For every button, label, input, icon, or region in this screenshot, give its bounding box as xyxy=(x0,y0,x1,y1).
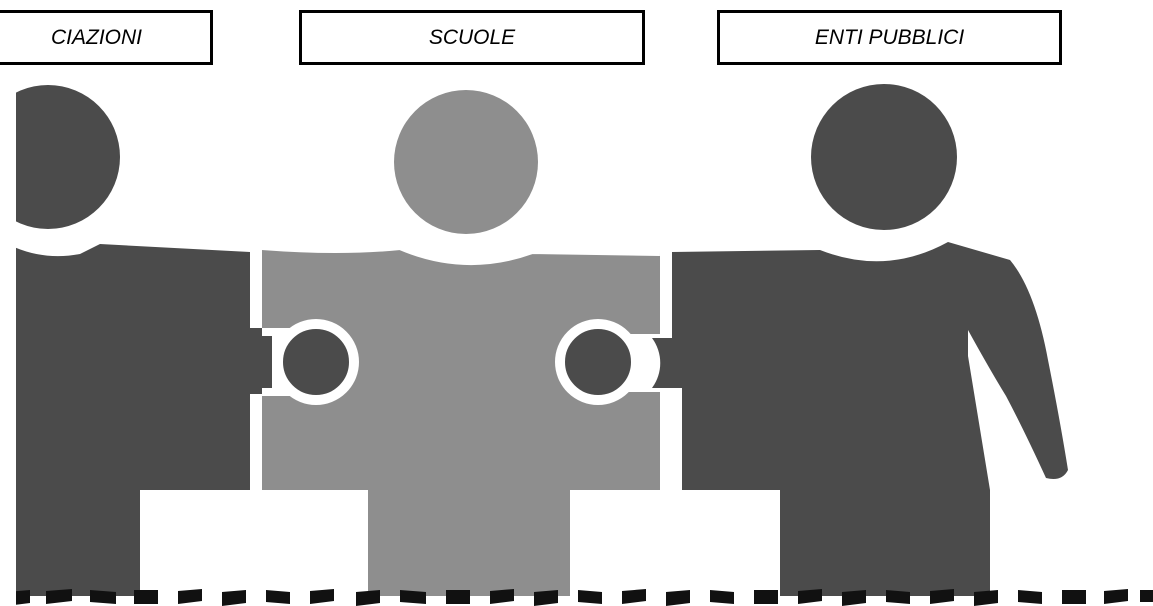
label-enti-pubblici: ENTI PUBBLICI xyxy=(815,26,964,50)
puzzle-knob-left-icon xyxy=(278,324,354,400)
puzzle-knob-right-icon xyxy=(560,324,636,400)
label-box-enti-pubblici: ENTI PUBBLICI xyxy=(717,10,1062,65)
label-box-associazioni: CIAZIONI xyxy=(0,10,213,65)
head-right-icon xyxy=(811,84,957,230)
label-scuole: SCUOLE xyxy=(429,26,515,50)
head-middle-icon xyxy=(394,90,538,234)
body-middle-icon xyxy=(262,246,660,596)
dark-figure-left xyxy=(0,85,272,596)
head-left-icon xyxy=(0,85,120,229)
light-figure-middle xyxy=(262,90,660,596)
body-right-icon xyxy=(652,242,1068,596)
dashed-border-bottom xyxy=(6,589,1153,606)
left-edge-mask xyxy=(0,70,16,606)
label-box-scuole: SCUOLE xyxy=(299,10,645,65)
label-associazioni: CIAZIONI xyxy=(51,26,142,50)
body-left-icon xyxy=(0,240,272,596)
dark-figure-right xyxy=(652,84,1068,596)
